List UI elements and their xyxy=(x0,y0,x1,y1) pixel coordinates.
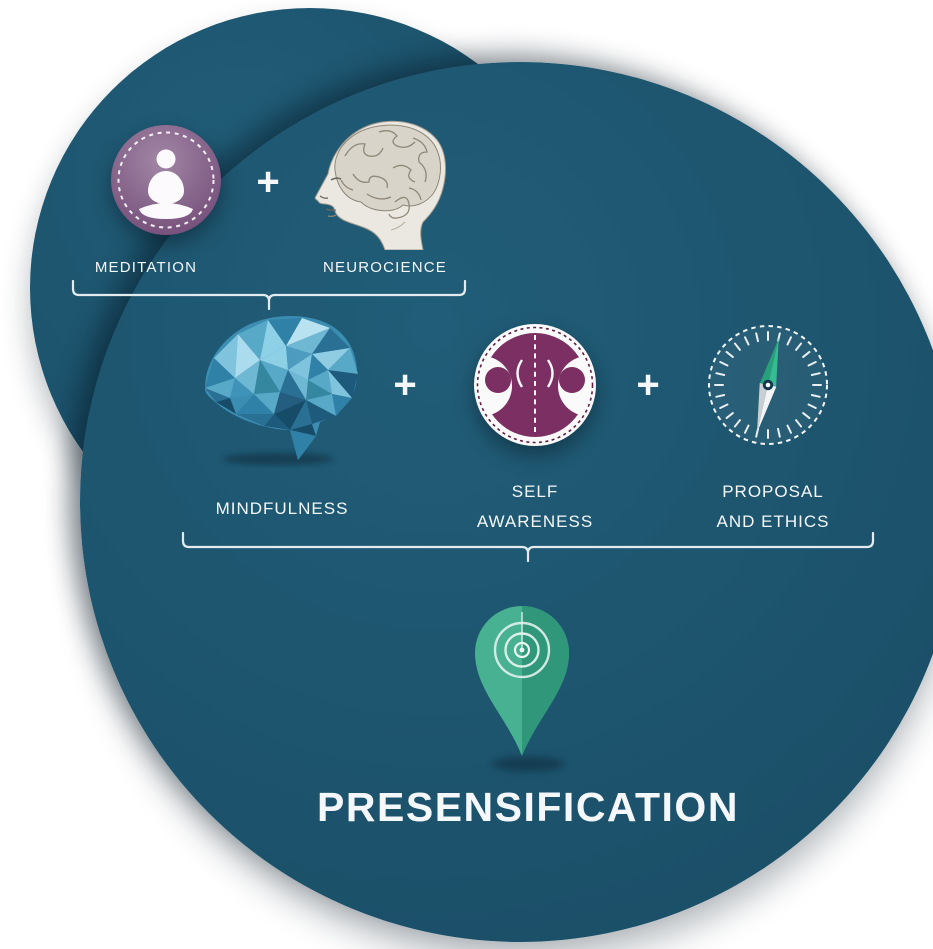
brain-gyri-lines xyxy=(340,130,428,201)
neuroscience-head-icon xyxy=(314,120,446,250)
proposal-ethics-label-line2: AND ETHICS xyxy=(716,512,830,531)
self-awareness-label: SELF AWARENESS xyxy=(450,477,620,537)
bracket-row2 xyxy=(181,531,875,563)
self-awareness-label-line2: AWARENESS xyxy=(476,512,594,531)
mirrored-heads xyxy=(475,333,595,437)
mindfulness-label: MINDFULNESS xyxy=(215,499,349,518)
plus-operator-row1: + xyxy=(256,160,280,204)
bracket-row1 xyxy=(71,279,467,311)
compass-ticks xyxy=(714,331,822,439)
plus-operator-row2-a: + xyxy=(393,363,417,407)
meditation-label: MEDITATION xyxy=(94,259,198,276)
mindfulness-brain-icon xyxy=(205,316,358,465)
face-detail-lines xyxy=(319,177,410,231)
compass-needle xyxy=(756,338,779,433)
location-pin-icon xyxy=(475,605,569,772)
self-awareness-icon xyxy=(474,324,596,446)
pin-target-rings xyxy=(493,612,551,679)
proposal-ethics-label-line1: PROPOSAL xyxy=(722,482,824,501)
proposal-ethics-label: PROPOSAL AND ETHICS xyxy=(688,477,858,537)
background-circle-large xyxy=(80,62,933,942)
neuroscience-label: NEUROCIENCE xyxy=(322,259,448,276)
plus-operator-row2-b: + xyxy=(636,363,660,407)
meditation-icon xyxy=(111,125,221,235)
meditating-figure xyxy=(139,149,193,219)
self-awareness-label-line1: SELF xyxy=(511,482,559,501)
brain-facets xyxy=(205,318,358,460)
compass-icon xyxy=(708,325,828,445)
page-title: PRESENSIFICATION xyxy=(317,784,739,830)
